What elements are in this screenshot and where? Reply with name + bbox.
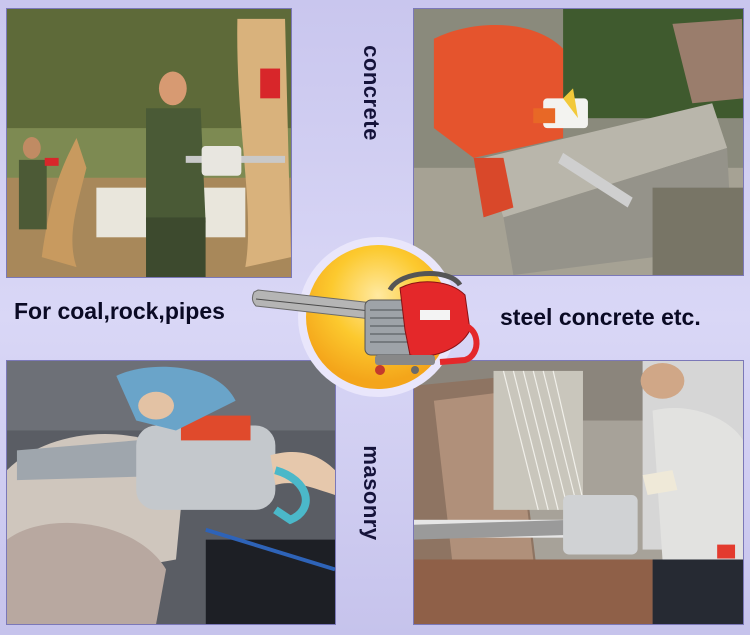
label-concrete: concrete [359,45,384,141]
photo-masonry-cutting-art [414,361,743,624]
photo-rock-cutting [6,360,336,625]
chainsaw-icon [250,270,480,380]
photo-rock-cutting-art [7,361,335,624]
photo-wood-carving [6,8,292,278]
photo-concrete-cutting [413,8,744,276]
photo-masonry-cutting [413,360,744,625]
photo-concrete-cutting-art [414,9,743,275]
label-masonry: masonry [359,445,384,541]
caption-coal-rock-pipes: For coal,rock,pipes [14,298,225,324]
caption-steel-concrete: steel concrete etc. [500,304,701,330]
chainsaw-graphic [251,271,480,375]
photo-wood-carving-art [7,9,291,277]
